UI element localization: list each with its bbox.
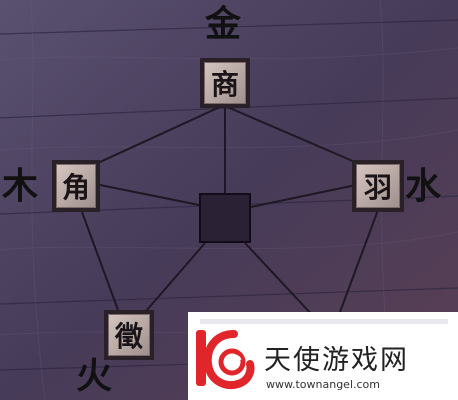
- townangel-logo-icon: [196, 330, 255, 389]
- watermark-stripe: [200, 319, 448, 324]
- watermark-url: www.townangel.com: [266, 378, 380, 391]
- element-metal-label: 金: [205, 3, 242, 45]
- element-fire-label: 火: [76, 355, 113, 397]
- center-slot[interactable]: [199, 193, 251, 243]
- watermark-brand: 天使游戏网: [264, 345, 409, 376]
- tile-shang[interactable]: 商: [200, 58, 250, 108]
- element-water-label: 水: [405, 165, 442, 207]
- tile-jue[interactable]: 角: [52, 160, 100, 212]
- tile-yu[interactable]: 羽: [352, 160, 404, 212]
- element-wood-label: 木: [2, 165, 39, 207]
- tile-zhi[interactable]: 徵: [104, 310, 154, 360]
- pentagon-lines: [81, 105, 379, 319]
